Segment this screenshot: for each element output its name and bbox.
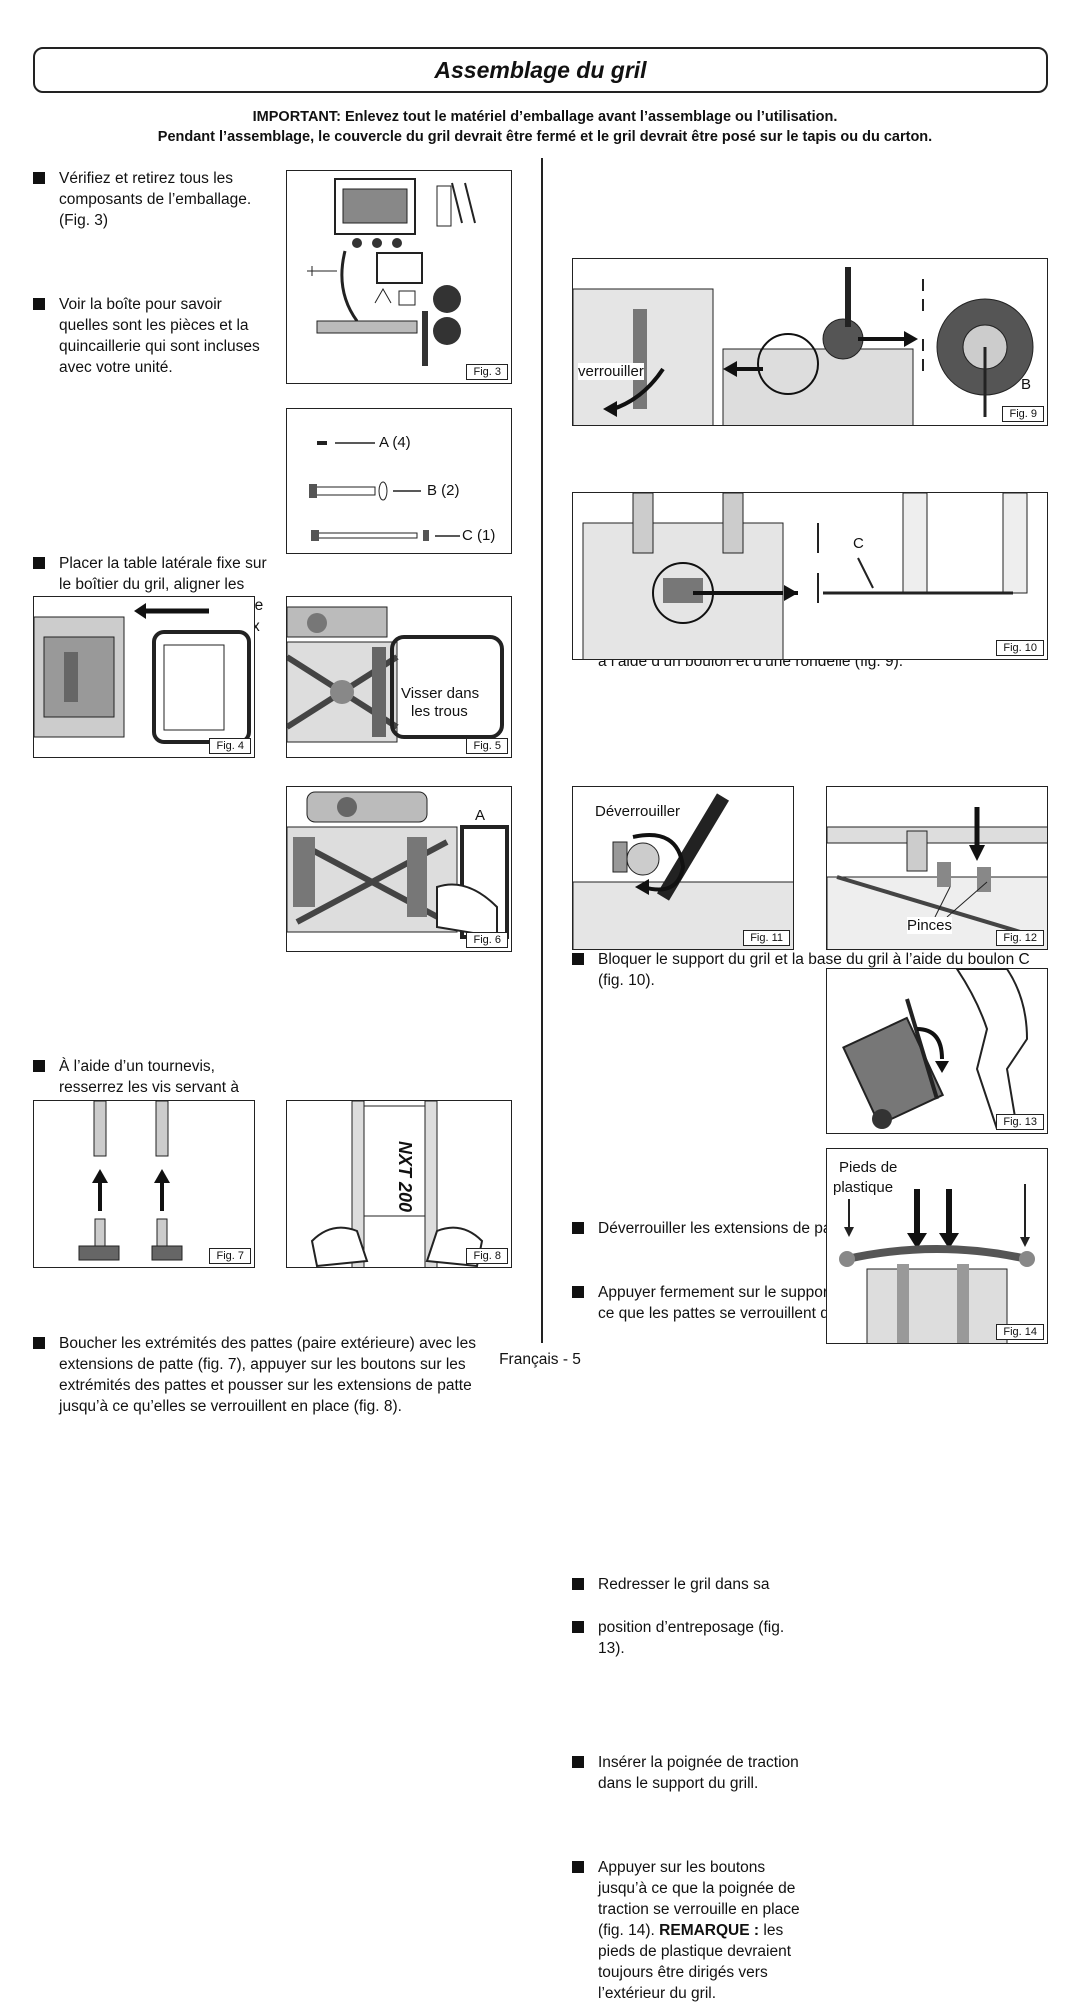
components-illustration [307, 178, 476, 366]
figure-14-caption: Fig. 14 [996, 1324, 1044, 1340]
label-pieds: Pieds de [839, 1159, 898, 1176]
figure-10-caption: Fig. 10 [996, 640, 1044, 656]
figure-4-caption: Fig. 4 [209, 738, 251, 754]
figure-9-caption: Fig. 9 [1002, 406, 1044, 422]
figure-12-caption: Fig. 12 [996, 930, 1044, 946]
label-plastique: plastique [833, 1179, 894, 1196]
figure-13: Fig. 13 [826, 968, 1048, 1134]
step-press-buttons: Appuyer sur les boutons jusqu’à ce que l… [572, 1857, 812, 2004]
figure-3-caption: Fig. 3 [466, 364, 508, 380]
step-check-components: Vérifiez et retirez tous les composants … [33, 168, 273, 231]
step-insert-handle: Insérer la poignée de traction dans le s… [572, 1752, 812, 1794]
figure-8: NXT 200 Fig. 8 [286, 1100, 512, 1268]
bolt-illustration [582, 493, 1028, 659]
figure-13-caption: Fig. 13 [996, 1114, 1044, 1130]
column-divider [541, 158, 543, 1343]
important-notice: IMPORTANT: Enlevez tout le matériel d’em… [252, 109, 838, 125]
side-table-illustration [34, 603, 251, 744]
step-upright: Redresser le gril dans sa [572, 1574, 812, 1595]
hardware-figure: A (4) B (2) C (1) [286, 408, 512, 554]
figure-3: Fig. 3 [286, 170, 512, 384]
assembly-notice: Pendant l’assemblage, le couvercle du gr… [157, 129, 933, 145]
leg-extension-illustration [78, 1101, 183, 1261]
figure-12: Pinces Fig. 12 [826, 786, 1048, 950]
figure-4: Fig. 4 [33, 596, 255, 758]
plastic-feet-illustration [839, 1184, 1035, 1343]
figure-11-caption: Fig. 11 [743, 930, 790, 946]
screwdriver-illustration [287, 791, 509, 939]
label-c: C [853, 535, 864, 552]
screw-holes-illustration [287, 606, 504, 743]
figure-10: C Fig. 10 [572, 492, 1048, 660]
figure-7-caption: Fig. 7 [209, 1248, 251, 1264]
label-deverrouiller: Déverrouiller [595, 803, 681, 820]
label-trous: les trous [411, 703, 468, 720]
label-verrouiller: verrouiller [578, 363, 644, 380]
remarque-label: REMARQUE : [659, 1922, 760, 1939]
label-b2: B (2) [427, 482, 460, 499]
label-visser: Visser dans [401, 685, 480, 702]
page-footer: Français - 5 [499, 1351, 581, 1368]
label-pinces: Pinces [907, 917, 953, 934]
figure-11: Déverrouiller Fig. 11 [572, 786, 794, 950]
step-bolt-c: Bloquer le support du gril et la base du… [572, 949, 1042, 991]
step-storage: position d’entreposage (fig. 13). [572, 1617, 812, 1659]
step-see-box: Voir la boîte pour savoir quelles sont l… [33, 294, 273, 378]
label-a4: A (4) [379, 434, 411, 451]
figure-6-caption: Fig. 6 [466, 932, 508, 948]
figure-5: Visser dans les trous Fig. 5 [286, 596, 512, 758]
step-leg-extensions: Boucher les extrémités des pattes (paire… [33, 1333, 508, 1417]
label-a: A [475, 807, 486, 824]
figure-5-caption: Fig. 5 [466, 738, 508, 754]
nxt-grill-illustration [310, 1101, 484, 1267]
figure-7: Fig. 7 [33, 1100, 255, 1268]
nxt-logo-text: NXT 200 [395, 1141, 415, 1213]
storage-illustration [842, 969, 1029, 1130]
label-c1: C (1) [462, 527, 496, 544]
label-b: B [1021, 376, 1032, 393]
hardware-illustration [309, 441, 460, 541]
figure-9: verrouiller B Fig. 9 [572, 258, 1048, 426]
figure-8-caption: Fig. 8 [466, 1248, 508, 1264]
figure-14: Pieds de plastique Fig. 14 [826, 1148, 1048, 1344]
figure-6: A Fig. 6 [286, 786, 512, 952]
page-title: Assemblage du gril [33, 47, 1048, 93]
casters-illustration [573, 267, 1034, 425]
